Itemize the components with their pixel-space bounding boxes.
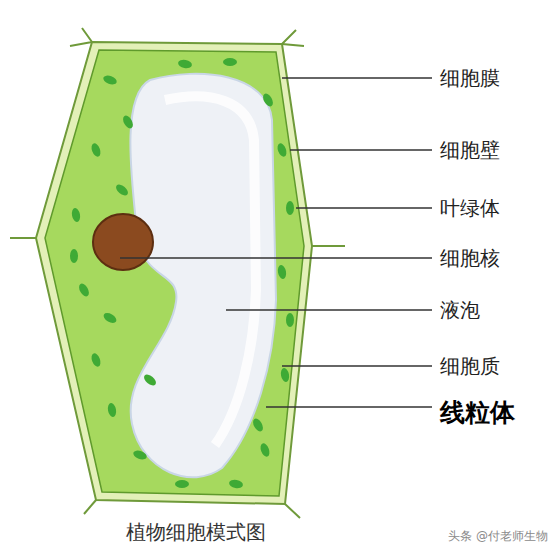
chloroplast [251, 417, 265, 433]
chloroplast [114, 182, 130, 197]
chloroplasts [70, 58, 294, 489]
cell-membrane [45, 50, 304, 496]
chloroplast [177, 59, 192, 69]
chloroplast [70, 249, 78, 263]
part-label: 细胞膜 [440, 68, 500, 88]
part-label: 叶绿体 [440, 198, 500, 218]
chloroplast [175, 480, 189, 488]
chloroplast [280, 367, 290, 382]
chloroplast [259, 442, 271, 458]
chloroplast [77, 282, 91, 298]
chloroplast [90, 142, 102, 158]
chloroplast [286, 313, 294, 327]
chloroplast [107, 402, 117, 417]
part-label: 线粒体 [440, 400, 515, 425]
chloroplast [276, 142, 288, 158]
cell-wall [36, 42, 312, 504]
caption: 植物细胞模式图 [126, 522, 266, 542]
part-label: 细胞壁 [440, 140, 500, 160]
nucleus [93, 214, 153, 270]
neighbour-walls [10, 28, 345, 518]
chloroplast [223, 58, 237, 66]
chloroplast [102, 74, 118, 86]
chloroplast [261, 92, 275, 108]
chloroplast [71, 207, 81, 222]
chloroplast [132, 449, 148, 461]
part-label: 细胞核 [440, 248, 500, 268]
chloroplast [277, 264, 287, 279]
leader-lines [120, 78, 432, 407]
vacuole-highlight [165, 96, 256, 445]
chloroplast [142, 372, 158, 387]
vacuole [130, 74, 276, 478]
chloroplast [102, 311, 118, 325]
watermark: 头条 @付老师生物 [448, 530, 548, 542]
chloroplast [90, 352, 102, 368]
chloroplast [121, 114, 135, 130]
chloroplast [286, 201, 294, 215]
part-label: 细胞质 [440, 356, 500, 376]
chloroplast [228, 479, 243, 489]
part-label: 液泡 [440, 300, 480, 320]
